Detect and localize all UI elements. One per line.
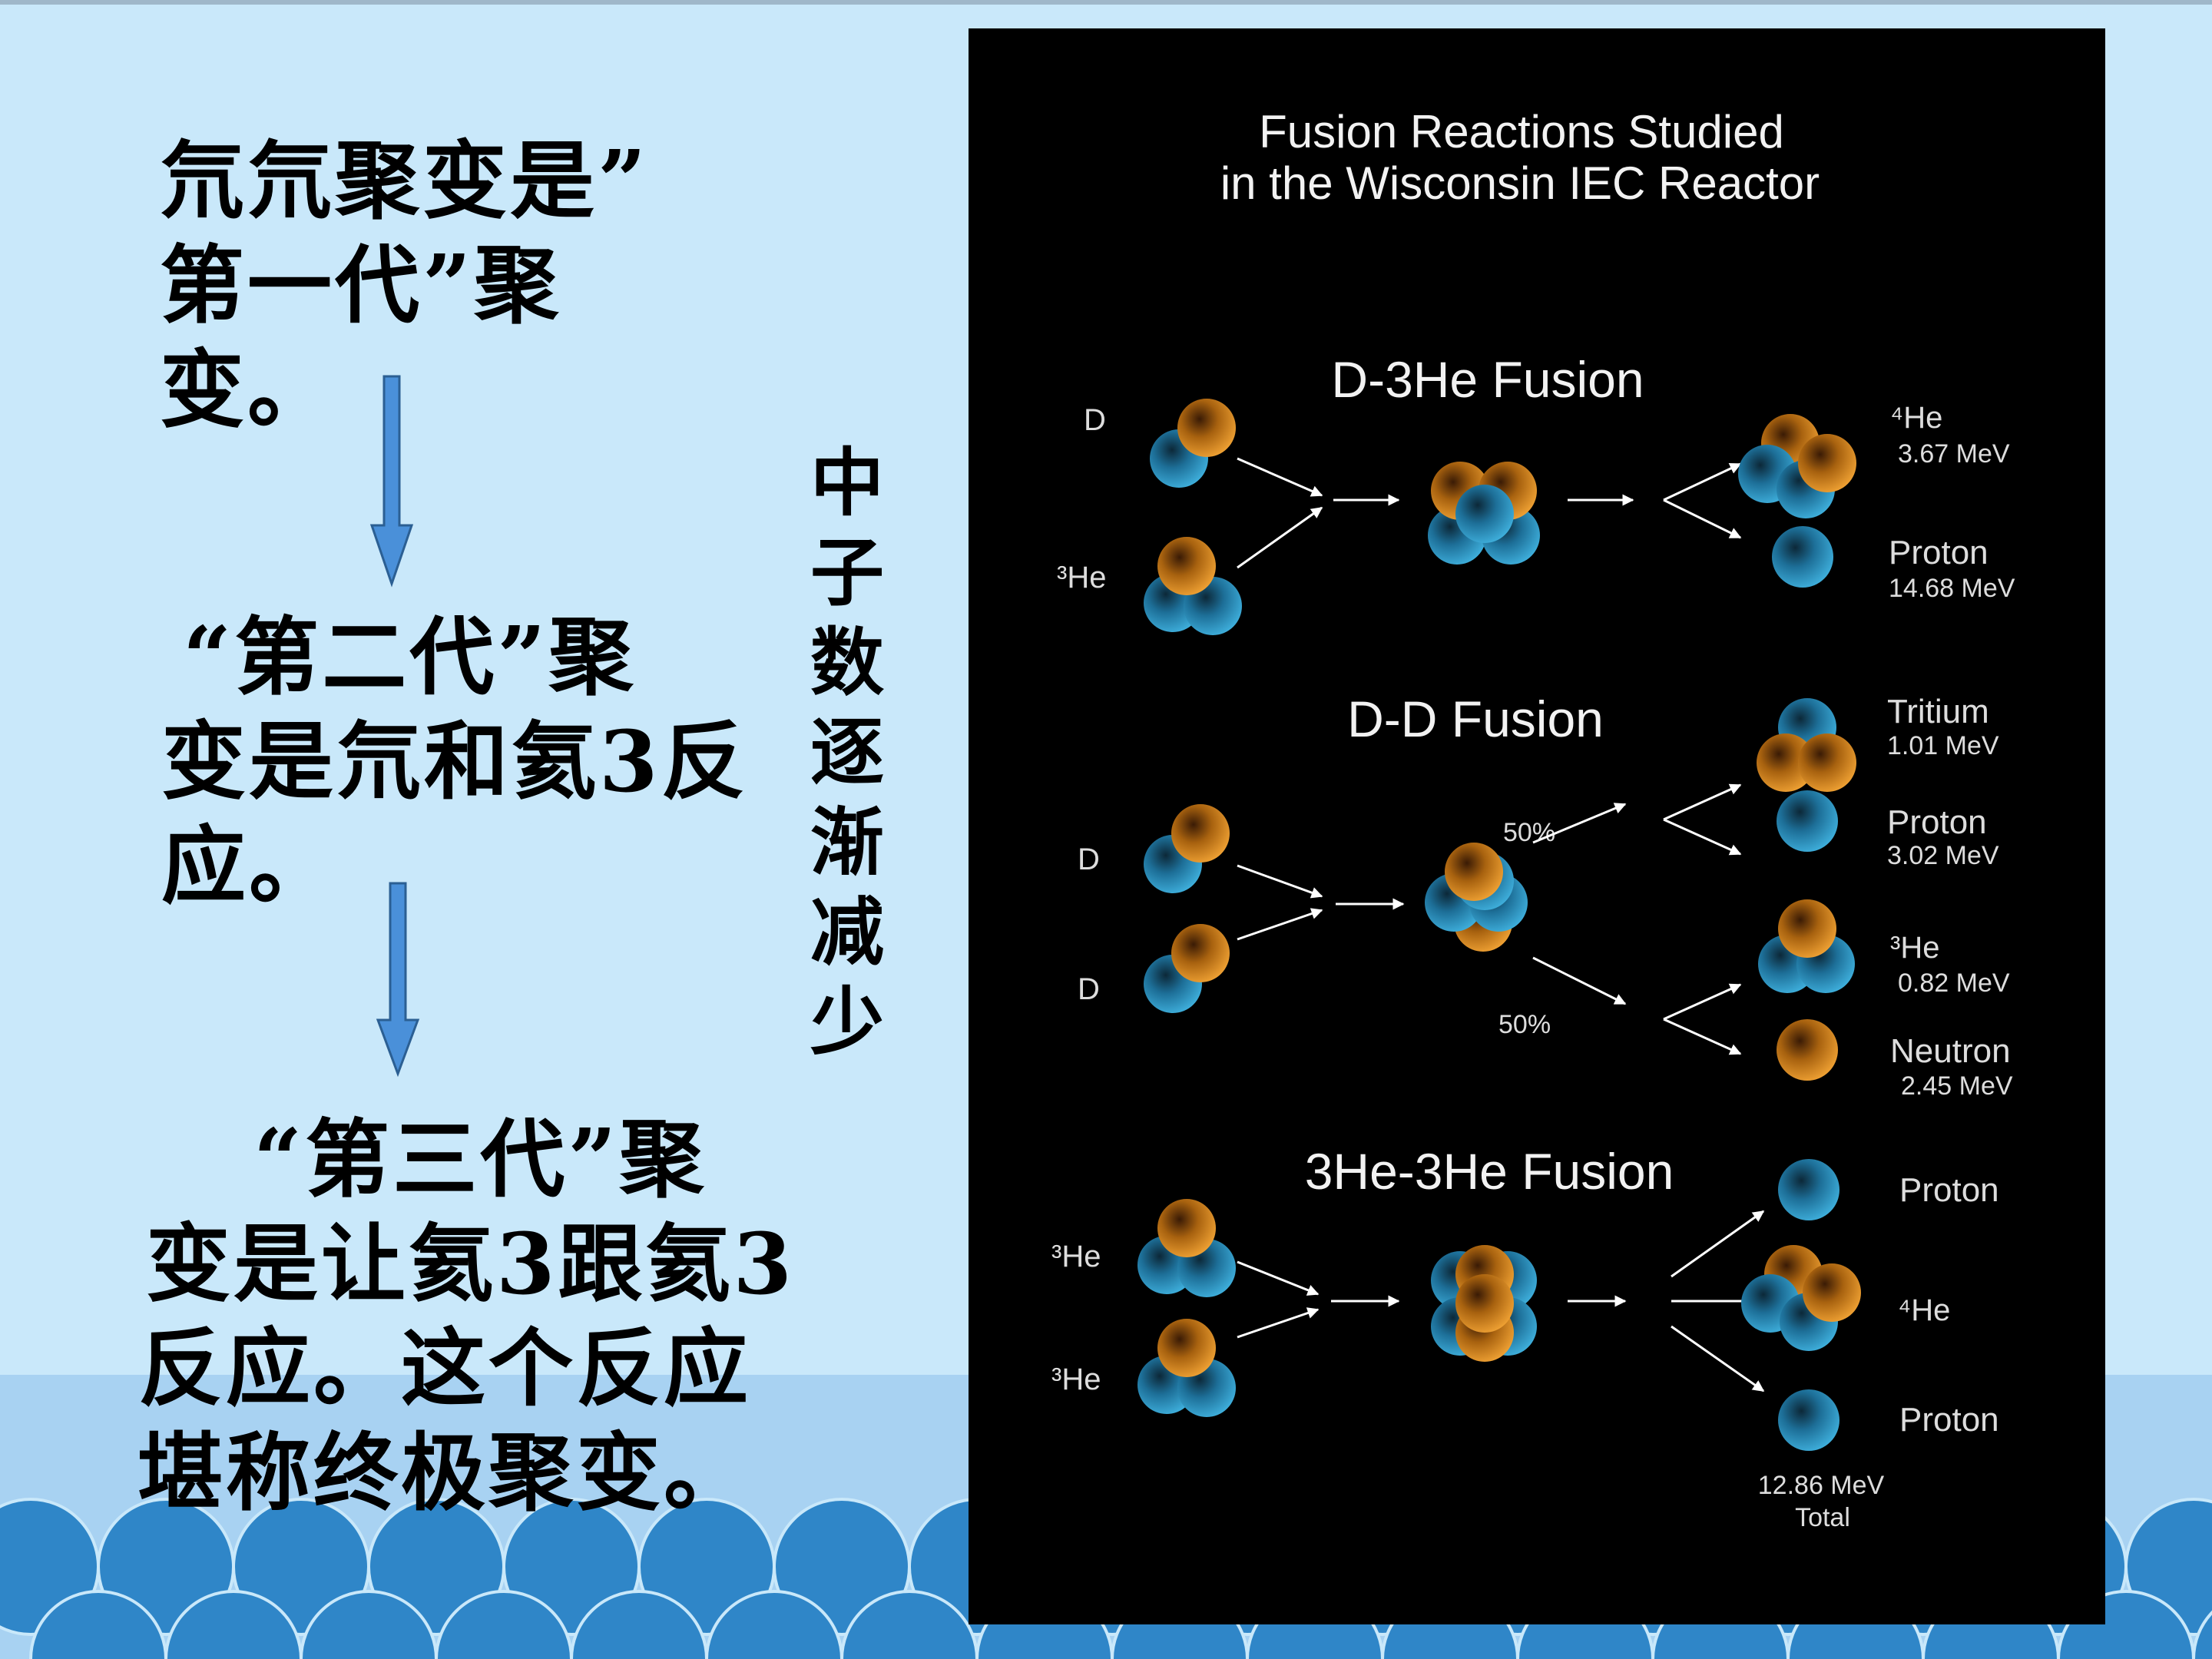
wave-scallop [705,1590,843,1659]
section1-title: D-3He Fusion [1331,351,1644,408]
gen1-text: 氘氘聚变是” 第一代”聚 变。 [160,129,649,442]
section1-product1-energy: 3.67 MeV [1898,439,2010,469]
nucleus-deuteron [1144,924,1230,1013]
wave-scallop [840,1590,979,1659]
fusion-reactions-diagram: Fusion Reactions Studied in the Wisconsi… [969,28,2105,1624]
gen2-text: “第二代”聚 变是氘和氦3反 应。 [161,605,749,919]
gen3-line-4: 堪称终极聚变。 [138,1423,751,1522]
wave-scallop [570,1590,708,1659]
section2-product1-name: Tritium [1887,693,1989,730]
gen1-line-2: 第一代”聚 [160,236,562,335]
section2-title: D-D Fusion [1347,690,1604,747]
section2-branch2-pct: 50% [1498,1010,1551,1039]
vertical-note-char: 逐 [810,709,887,796]
nucleus-neutron [1777,1019,1838,1081]
gen2-line-1: “第二代”聚 [183,608,637,707]
wave-scallop [435,1590,573,1659]
nucleus-helium3 [1758,899,1855,993]
gen1-line-1: 氘氘聚变是” [160,131,650,230]
section3-title: 3He-3He Fusion [1305,1143,1674,1200]
section1-product2-energy: 14.68 MeV [1889,574,2015,603]
nucleus-compound [1428,462,1540,565]
section2-branch1-pct: 50% [1503,818,1555,847]
nucleus-helium3 [1137,1319,1236,1417]
gen3-line-1: “第三代”聚 [253,1110,707,1209]
nucleus-helium3 [1144,537,1242,635]
gen3-line-3: 反应。这个反应 [138,1319,751,1418]
gen1-line-3: 变。 [160,340,335,439]
nucleus-proton [1778,1159,1839,1220]
vertical-note: 中 子 数 逐 渐 减 少 [806,438,891,1067]
wave-scallop [2192,1610,2212,1659]
section2-input1-label: D [1078,843,1100,876]
section2-product1-energy: 1.01 MeV [1887,731,1999,760]
section2-product4-name: Neutron [1890,1032,2011,1070]
nucleus-proton [1777,790,1838,852]
down-arrow-1 [369,375,414,588]
nucleus-deuteron [1144,804,1230,893]
section1-product1-name: ⁴He [1890,401,1942,435]
section3-total-energy: 12.86 MeV [1758,1471,1885,1500]
vertical-note-char: 中 [810,439,887,526]
vertical-note-char: 渐 [810,799,887,886]
diagram-title-line-1: Fusion Reactions Studied [1259,106,1784,157]
vertical-note-char: 子 [810,529,887,616]
section1-product2-name: Proton [1889,534,1988,571]
section3-product2-name: ⁴He [1898,1293,1950,1327]
down-arrow-2 [376,882,420,1078]
nucleus-compound [1431,1245,1537,1362]
gen2-line-2: 变是氘和氦3反 [161,712,749,811]
section3-product3-name: Proton [1899,1401,1999,1439]
nucleus-helium3 [1137,1199,1236,1297]
wave-scallop [29,1590,167,1659]
section2-product2-name: Proton [1887,803,1987,841]
section2-product2-energy: 3.02 MeV [1887,841,1999,870]
vertical-note-char: 数 [810,619,887,706]
nucleus-helium4 [1738,414,1856,518]
gen3-text: “第三代”聚 变是让氦3跟氦3 反应。这个反应 堪称终极聚变。 [138,1108,795,1525]
section3-input2-label: ³He [1051,1363,1101,1396]
nucleus-compound [1425,843,1528,952]
nucleus-proton [1778,1389,1839,1451]
section2-input2-label: D [1078,972,1100,1006]
section3-total-label: Total [1795,1503,1850,1532]
diagram-title-line-2: in the Wisconsin IEC Reactor [1220,157,1820,209]
gen2-line-3: 应。 [161,816,336,916]
section2-product4-energy: 2.45 MeV [1901,1071,2013,1101]
nucleus-helium4 [1741,1245,1861,1351]
vertical-note-char: 少 [810,979,887,1065]
vertical-note-char: 减 [810,889,887,975]
wave-scallop [164,1590,303,1659]
section3-input1-label: ³He [1051,1240,1101,1273]
nucleus-tritium [1757,698,1856,792]
section1-input2-label: ³He [1057,561,1106,594]
section2-product3-energy: 0.82 MeV [1898,969,2010,998]
section3-product1-name: Proton [1899,1171,1999,1209]
gen3-line-2: 变是让氦3跟氦3 [146,1214,796,1313]
section2-product3-name: ³He [1890,931,1939,965]
section1-input1-label: D [1084,403,1106,437]
wave-scallop [300,1590,438,1659]
nucleus-deuteron [1150,399,1236,488]
nucleus-proton [1772,526,1833,588]
